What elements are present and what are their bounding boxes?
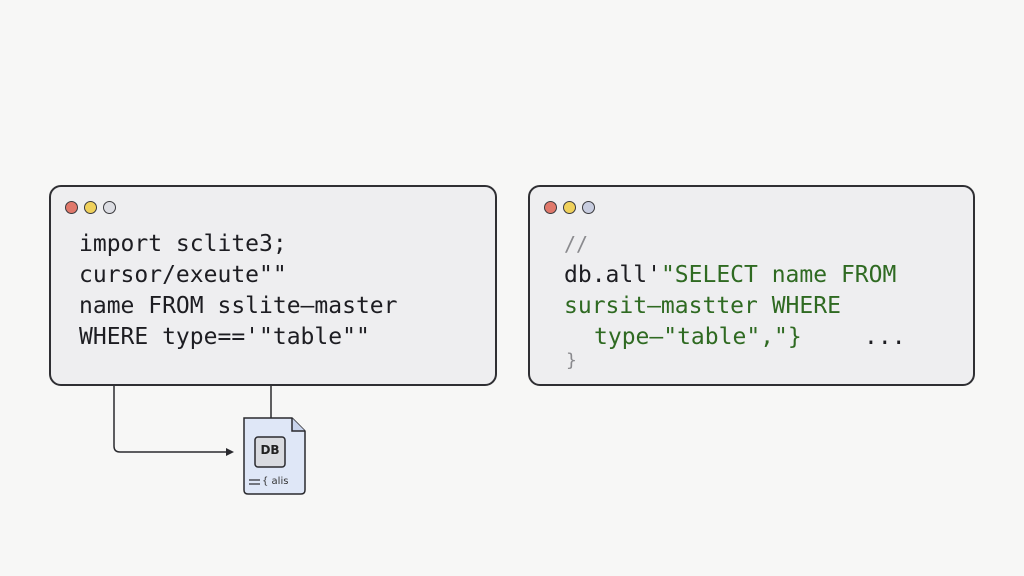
close-dot-icon[interactable] [65,201,78,214]
minimize-dot-icon[interactable] [84,201,97,214]
minimize-dot-icon[interactable] [563,201,576,214]
left-code-window: import sclite3; cursor/exeute"" name FRO… [49,185,497,386]
code-ellipsis: ... [864,324,906,350]
code-line-4: WHERE type=='"table"" [79,324,370,350]
code-line-2: cursor/exeute"" [79,262,287,288]
code-line-1: import sclite3; [79,231,287,257]
code-string: "SELECT name FROM [660,262,897,288]
file-caption: { alis [262,476,289,487]
code-prefix: db.all' [564,262,661,288]
code-line-3: name FROM sslite–master [79,293,398,319]
code-comment: // [564,232,589,256]
right-code-window: // db.all'"SELECT name FROM sursit–mastt… [528,185,975,386]
code-closing-brace: } [566,350,577,371]
code-line-2: sursit–mastter WHERE [564,293,841,319]
db-file-icon [243,417,306,495]
window-controls [65,201,116,214]
code-line-1: db.all'"SELECT name FROM [564,260,896,291]
code-line-3: type—"table","} [594,324,802,350]
arrow-head [226,448,234,456]
maximize-dot-icon[interactable] [103,201,116,214]
close-dot-icon[interactable] [544,201,557,214]
window-controls [544,201,595,214]
maximize-dot-icon[interactable] [582,201,595,214]
db-label: DB [260,443,280,457]
connector-arrow [113,386,232,453]
